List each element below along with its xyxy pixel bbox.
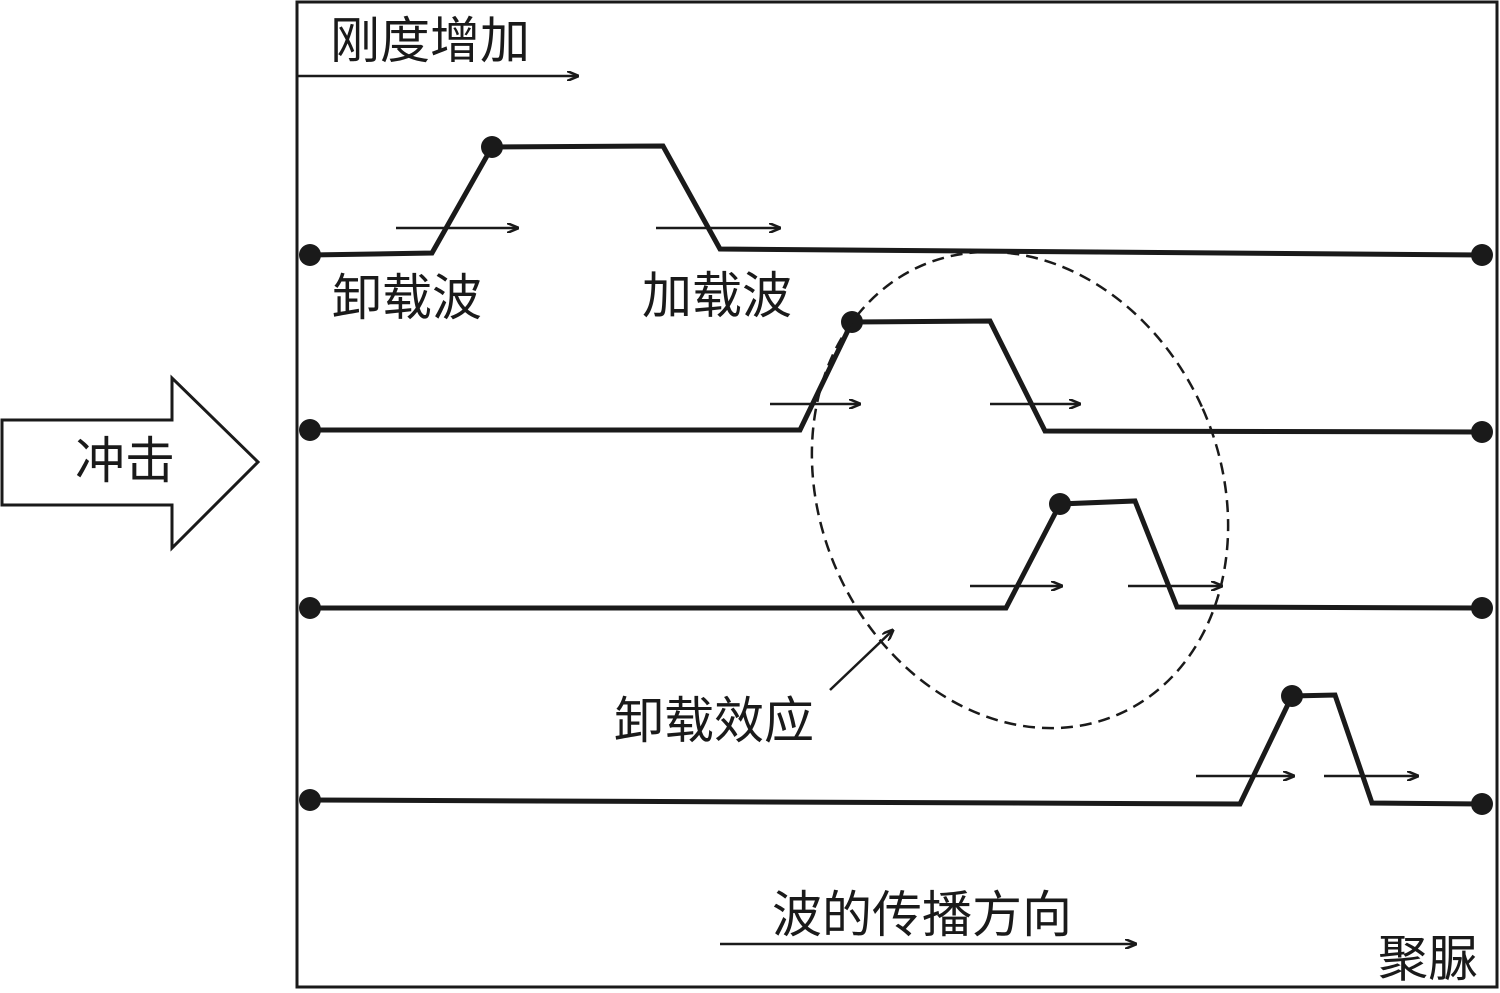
propagation-direction-label: 波的传播方向 [772,886,1072,944]
wave-node [1471,421,1493,443]
wave-node [481,136,503,158]
wave-node [1281,685,1303,707]
wave-line-4 [299,685,1493,815]
wave-node [1471,597,1493,619]
wave-node [1471,244,1493,266]
impact-arrow [0,374,261,552]
unloading-wave-label: 卸载波 [332,269,482,327]
wave-line-1 [299,136,1493,266]
wave-line-2 [299,311,1493,443]
unloading-effect-label: 卸载效应 [614,692,814,750]
wave-node [1049,493,1071,515]
polyurea-label: 聚脲 [1378,930,1478,988]
unloading-effect-pointer [829,630,893,691]
wave-node [299,789,321,811]
stiffness-increase-label: 刚度增加 [330,12,530,70]
frame [295,0,1499,989]
wave-node [299,597,321,619]
unloading-effect-ellipse [810,250,1230,730]
wave-node [299,244,321,266]
impact-label: 冲击 [75,432,175,490]
wave-node [299,419,321,441]
wave-node [1471,793,1493,815]
wave-line-3 [299,493,1493,619]
loading-wave-label: 加载波 [642,267,792,325]
